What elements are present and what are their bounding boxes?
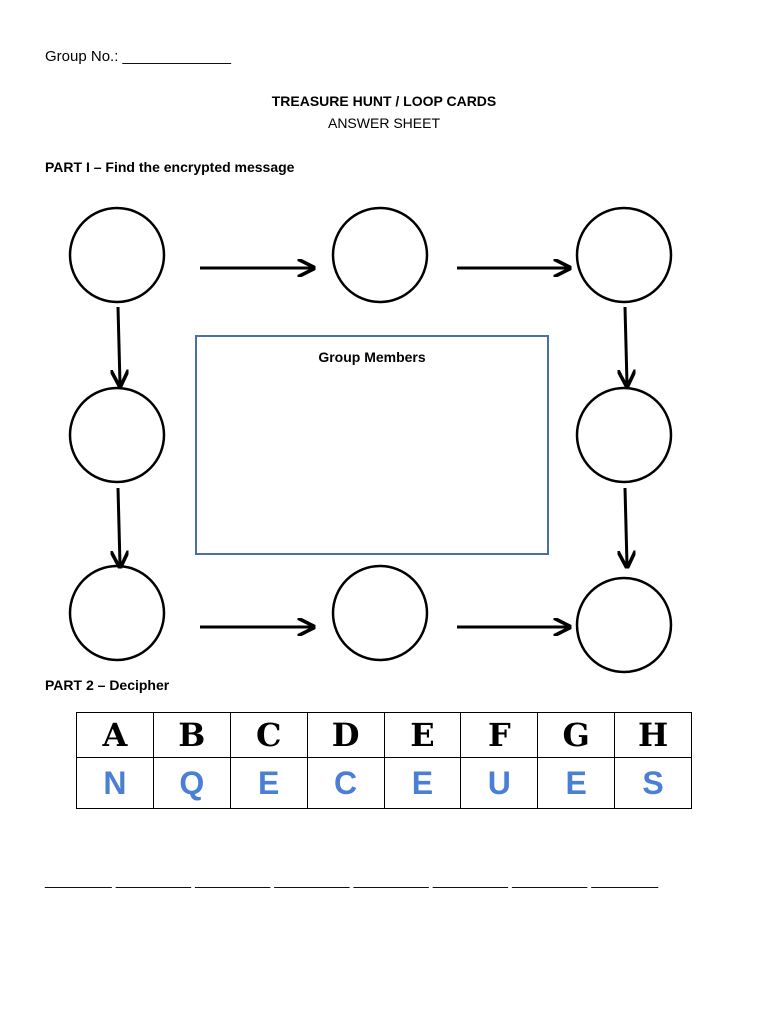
part1-heading: PART I – Find the encrypted message [45, 159, 295, 175]
cipher-letter-cell: A [76, 712, 154, 758]
loop-circle-5[interactable] [575, 576, 673, 674]
arrow-3-to-4 [625, 306, 627, 384]
cipher-letter-cell: H [614, 712, 692, 758]
loop-diagram [68, 206, 673, 674]
cipher-code-cell: U [460, 757, 539, 809]
cipher-letter-cell: B [152, 712, 231, 758]
loop-circle-6[interactable] [331, 564, 429, 662]
cipher-code-cell: Q [152, 757, 231, 809]
arrow-1-to-8 [118, 306, 120, 384]
cipher-letter-row: A B C D E F G H [76, 712, 692, 758]
cipher-code-cell: E [383, 757, 462, 809]
group-members-box[interactable]: Group Members [195, 335, 549, 555]
cipher-code-cell: C [306, 757, 385, 809]
cipher-code-cell: S [614, 757, 692, 809]
loop-circle-8[interactable] [68, 386, 166, 484]
loop-circle-2[interactable] [331, 206, 429, 304]
loop-circle-4[interactable] [575, 386, 673, 484]
group-members-title: Group Members [318, 349, 426, 365]
loop-circle-1[interactable] [68, 206, 166, 304]
cipher-letter-cell: F [460, 712, 539, 758]
cipher-code-cell: E [537, 757, 616, 809]
loop-circle-3[interactable] [575, 206, 673, 304]
cipher-letter-cell: D [306, 712, 385, 758]
cipher-code-row: N Q E C E U E S [76, 757, 692, 809]
cipher-code-cell: N [76, 757, 154, 809]
arrow-8-to-7 [118, 487, 120, 565]
arrow-4-to-5 [625, 487, 627, 565]
cipher-letter-cell: G [537, 712, 616, 758]
group-number-label: Group No.: _____________ [45, 48, 231, 65]
page-subtitle: ANSWER SHEET [327, 115, 440, 131]
answer-blanks[interactable]: ________ _________ _________ _________ _… [45, 872, 659, 889]
cipher-code-cell: E [229, 757, 308, 809]
cipher-table: A B C D E F G H N Q E C E U E S [76, 712, 692, 809]
cipher-letter-cell: E [383, 712, 462, 758]
part2-heading: PART 2 – Decipher [45, 677, 170, 693]
loop-circle-7[interactable] [68, 564, 166, 662]
page-title: TREASURE HUNT / LOOP CARDS [271, 93, 497, 109]
cipher-letter-cell: C [229, 712, 308, 758]
